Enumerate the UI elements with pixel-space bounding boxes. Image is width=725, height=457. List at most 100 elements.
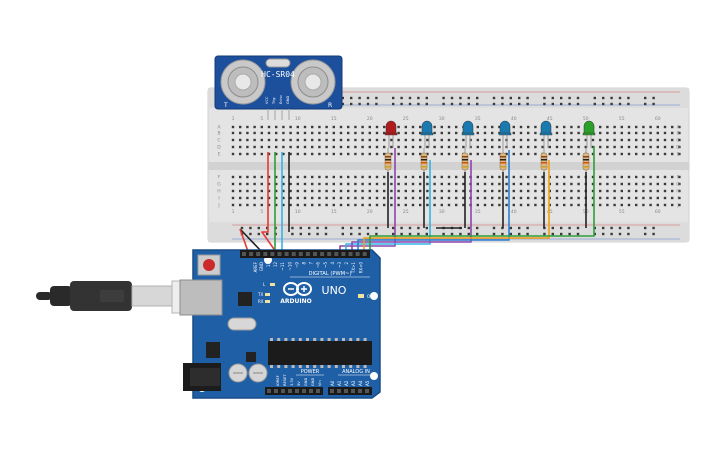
breadboard-hole[interactable]: [325, 196, 328, 200]
rail-hole[interactable]: [358, 102, 361, 106]
header-pin[interactable]: [341, 252, 346, 256]
breadboard-hole[interactable]: [368, 203, 371, 207]
breadboard-hole[interactable]: [318, 203, 321, 207]
breadboard-hole[interactable]: [397, 131, 400, 135]
breadboard-hole[interactable]: [599, 182, 602, 186]
breadboard-hole[interactable]: [253, 125, 256, 129]
breadboard-hole[interactable]: [599, 196, 602, 200]
breadboard-hole[interactable]: [433, 203, 436, 207]
breadboard-hole[interactable]: [231, 131, 235, 135]
breadboard-hole[interactable]: [527, 125, 530, 129]
breadboard-hole[interactable]: [498, 125, 501, 129]
breadboard-hole[interactable]: [354, 125, 357, 129]
breadboard-hole[interactable]: [397, 145, 400, 149]
breadboard-hole[interactable]: [642, 196, 645, 200]
breadboard-hole[interactable]: [404, 196, 407, 200]
header-pin[interactable]: [242, 252, 246, 256]
breadboard-hole[interactable]: [627, 175, 631, 179]
breadboard-hole[interactable]: [253, 138, 256, 142]
breadboard-hole[interactable]: [627, 196, 631, 200]
breadboard-hole[interactable]: [426, 175, 429, 179]
breadboard-hole[interactable]: [253, 203, 256, 207]
header-pin[interactable]: [351, 389, 355, 393]
breadboard-hole[interactable]: [282, 189, 285, 193]
breadboard-hole[interactable]: [620, 189, 623, 193]
breadboard-hole[interactable]: [289, 182, 292, 186]
breadboard-hole[interactable]: [512, 196, 515, 200]
breadboard-hole[interactable]: [296, 131, 299, 135]
breadboard-hole[interactable]: [563, 138, 566, 142]
breadboard-hole[interactable]: [267, 125, 271, 129]
breadboard-hole[interactable]: [390, 175, 393, 179]
breadboard-hole[interactable]: [591, 145, 595, 149]
breadboard-hole[interactable]: [512, 203, 515, 207]
breadboard-hole[interactable]: [289, 138, 292, 142]
breadboard-hole[interactable]: [678, 189, 681, 193]
breadboard-hole[interactable]: [311, 152, 314, 156]
breadboard-hole[interactable]: [440, 189, 443, 193]
breadboard-hole[interactable]: [246, 175, 249, 179]
breadboard-hole[interactable]: [534, 152, 537, 156]
breadboard-hole[interactable]: [390, 145, 393, 149]
breadboard-hole[interactable]: [404, 152, 407, 156]
breadboard-hole[interactable]: [555, 152, 559, 156]
breadboard-hole[interactable]: [563, 182, 566, 186]
breadboard-hole[interactable]: [678, 145, 681, 149]
rail-hole[interactable]: [459, 102, 462, 106]
breadboard-hole[interactable]: [368, 145, 371, 149]
breadboard-hole[interactable]: [455, 189, 458, 193]
breadboard-hole[interactable]: [577, 145, 580, 149]
rail-hole[interactable]: [560, 102, 563, 106]
breadboard-hole[interactable]: [642, 152, 645, 156]
breadboard-hole[interactable]: [296, 182, 299, 186]
rail-hole[interactable]: [652, 232, 655, 236]
breadboard-hole[interactable]: [656, 152, 659, 156]
rail-hole[interactable]: [618, 102, 622, 106]
rail-hole[interactable]: [425, 226, 428, 230]
breadboard-hole[interactable]: [599, 131, 602, 135]
breadboard-hole[interactable]: [678, 131, 681, 135]
breadboard-hole[interactable]: [599, 152, 602, 156]
breadboard-hole[interactable]: [527, 196, 530, 200]
breadboard-hole[interactable]: [332, 152, 335, 156]
rail-hole[interactable]: [249, 226, 252, 230]
breadboard-hole[interactable]: [368, 138, 371, 142]
breadboard-hole[interactable]: [656, 189, 659, 193]
breadboard-hole[interactable]: [311, 182, 314, 186]
rail-hole[interactable]: [618, 96, 622, 100]
breadboard-hole[interactable]: [397, 203, 400, 207]
breadboard-hole[interactable]: [635, 182, 638, 186]
breadboard-hole[interactable]: [303, 175, 307, 179]
rail-hole[interactable]: [375, 96, 378, 100]
rail-hole[interactable]: [392, 102, 395, 106]
breadboard-hole[interactable]: [599, 203, 602, 207]
breadboard-hole[interactable]: [411, 125, 415, 129]
breadboard-hole[interactable]: [433, 182, 436, 186]
breadboard-hole[interactable]: [620, 138, 623, 142]
breadboard-hole[interactable]: [606, 138, 609, 142]
breadboard-hole[interactable]: [534, 145, 537, 149]
breadboard-hole[interactable]: [275, 152, 278, 156]
breadboard-hole[interactable]: [620, 196, 623, 200]
rail-hole[interactable]: [568, 102, 571, 106]
breadboard-hole[interactable]: [275, 175, 278, 179]
breadboard-hole[interactable]: [678, 182, 681, 186]
breadboard-hole[interactable]: [519, 196, 523, 200]
rail-hole[interactable]: [492, 102, 496, 106]
header-pin[interactable]: [334, 252, 339, 256]
breadboard-hole[interactable]: [663, 182, 667, 186]
breadboard-hole[interactable]: [267, 175, 271, 179]
breadboard-hole[interactable]: [447, 152, 451, 156]
breadboard-hole[interactable]: [375, 145, 379, 149]
breadboard-hole[interactable]: [440, 131, 443, 135]
breadboard-hole[interactable]: [419, 145, 422, 149]
breadboard-hole[interactable]: [361, 152, 364, 156]
breadboard-hole[interactable]: [433, 152, 436, 156]
breadboard-hole[interactable]: [440, 138, 443, 142]
breadboard-hole[interactable]: [368, 175, 371, 179]
breadboard-hole[interactable]: [325, 152, 328, 156]
breadboard-hole[interactable]: [541, 145, 544, 149]
breadboard-hole[interactable]: [267, 182, 271, 186]
breadboard-hole[interactable]: [275, 189, 278, 193]
